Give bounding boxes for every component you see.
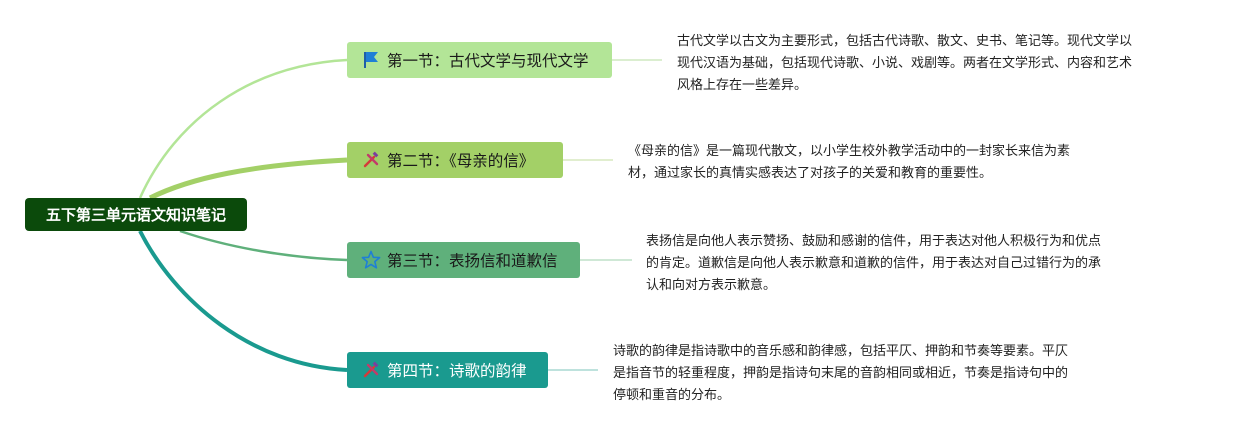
desc-line: 是指音节的轻重程度，押韵是指诗句末尾的音韵相同或相近，节奏是指诗句中的 bbox=[613, 366, 1069, 381]
section-title-3: 第三节：表扬信和道歉信 bbox=[387, 252, 558, 270]
desc-line: 《母亲的信》是一篇现代散文，以小学生校外教学活动中的一封家长来信为素 bbox=[628, 144, 1071, 159]
section-desc-4: 诗歌的韵律是指诗歌中的音乐感和韵律感，包括平仄、押韵和节奏等要素。平仄 是指音节… bbox=[613, 341, 1068, 407]
desc-line: 诗歌的韵律是指诗歌中的音乐感和韵律感，包括平仄、押韵和节奏等要素。平仄 bbox=[613, 344, 1069, 359]
root-label: 五下第三单元语文知识笔记 bbox=[45, 206, 226, 224]
section-title-1: 第一节：古代文学与现代文学 bbox=[387, 52, 589, 70]
desc-line: 表扬信是向他人表示赞扬、鼓励和感谢的信件，用于表达对他人积极行为和优点 bbox=[646, 234, 1102, 249]
desc-line: 材，通过家长的真情实感表达了对孩子的关爱和教育的重要性。 bbox=[628, 166, 993, 181]
branch-line-4 bbox=[138, 230, 348, 372]
section-node-4[interactable]: 第四节：诗歌的韵律 bbox=[347, 352, 548, 388]
section-title-4: 第四节：诗歌的韵律 bbox=[387, 362, 527, 380]
branch-line-2 bbox=[148, 157, 348, 201]
desc-line: 现代汉语为基础，包括现代诗歌、小说、戏剧等。两者在文学形式、内容和艺术 bbox=[677, 56, 1133, 71]
branch-line-1 bbox=[138, 58, 348, 199]
section-node-2[interactable]: 第二节：《母亲的信》 bbox=[347, 142, 563, 178]
desc-line: 认和向对方表示歉意。 bbox=[646, 278, 777, 293]
root-node[interactable]: 五下第三单元语文知识笔记 bbox=[25, 198, 247, 231]
desc-line: 风格上存在一些差异。 bbox=[677, 78, 808, 93]
section-node-1[interactable]: 第一节：古代文学与现代文学 bbox=[347, 42, 612, 78]
section-title-2: 第二节：《母亲的信》 bbox=[387, 152, 535, 170]
desc-line: 古代文学以古文为主要形式，包括古代诗歌、散文、史书、笔记等。现代文学以 bbox=[677, 34, 1133, 49]
tools-icon bbox=[361, 360, 381, 380]
section-desc-3: 表扬信是向他人表示赞扬、鼓励和感谢的信件，用于表达对他人积极行为和优点 的肯定。… bbox=[646, 231, 1101, 297]
flag-icon bbox=[361, 50, 381, 70]
tools-icon bbox=[361, 150, 381, 170]
branch-line-3 bbox=[179, 229, 348, 262]
star-icon bbox=[361, 250, 381, 270]
section-desc-1: 古代文学以古文为主要形式，包括古代诗歌、散文、史书、笔记等。现代文学以 现代汉语… bbox=[677, 31, 1132, 97]
desc-line: 停顿和重音的分布。 bbox=[613, 388, 731, 403]
section-node-3[interactable]: 第三节：表扬信和道歉信 bbox=[347, 242, 580, 278]
section-desc-2: 《母亲的信》是一篇现代散文，以小学生校外教学活动中的一封家长来信为素 材，通过家… bbox=[628, 141, 1070, 185]
desc-line: 的肯定。道歉信是向他人表示歉意和道歉的信件，用于表达对自己过错行为的承 bbox=[646, 256, 1102, 271]
